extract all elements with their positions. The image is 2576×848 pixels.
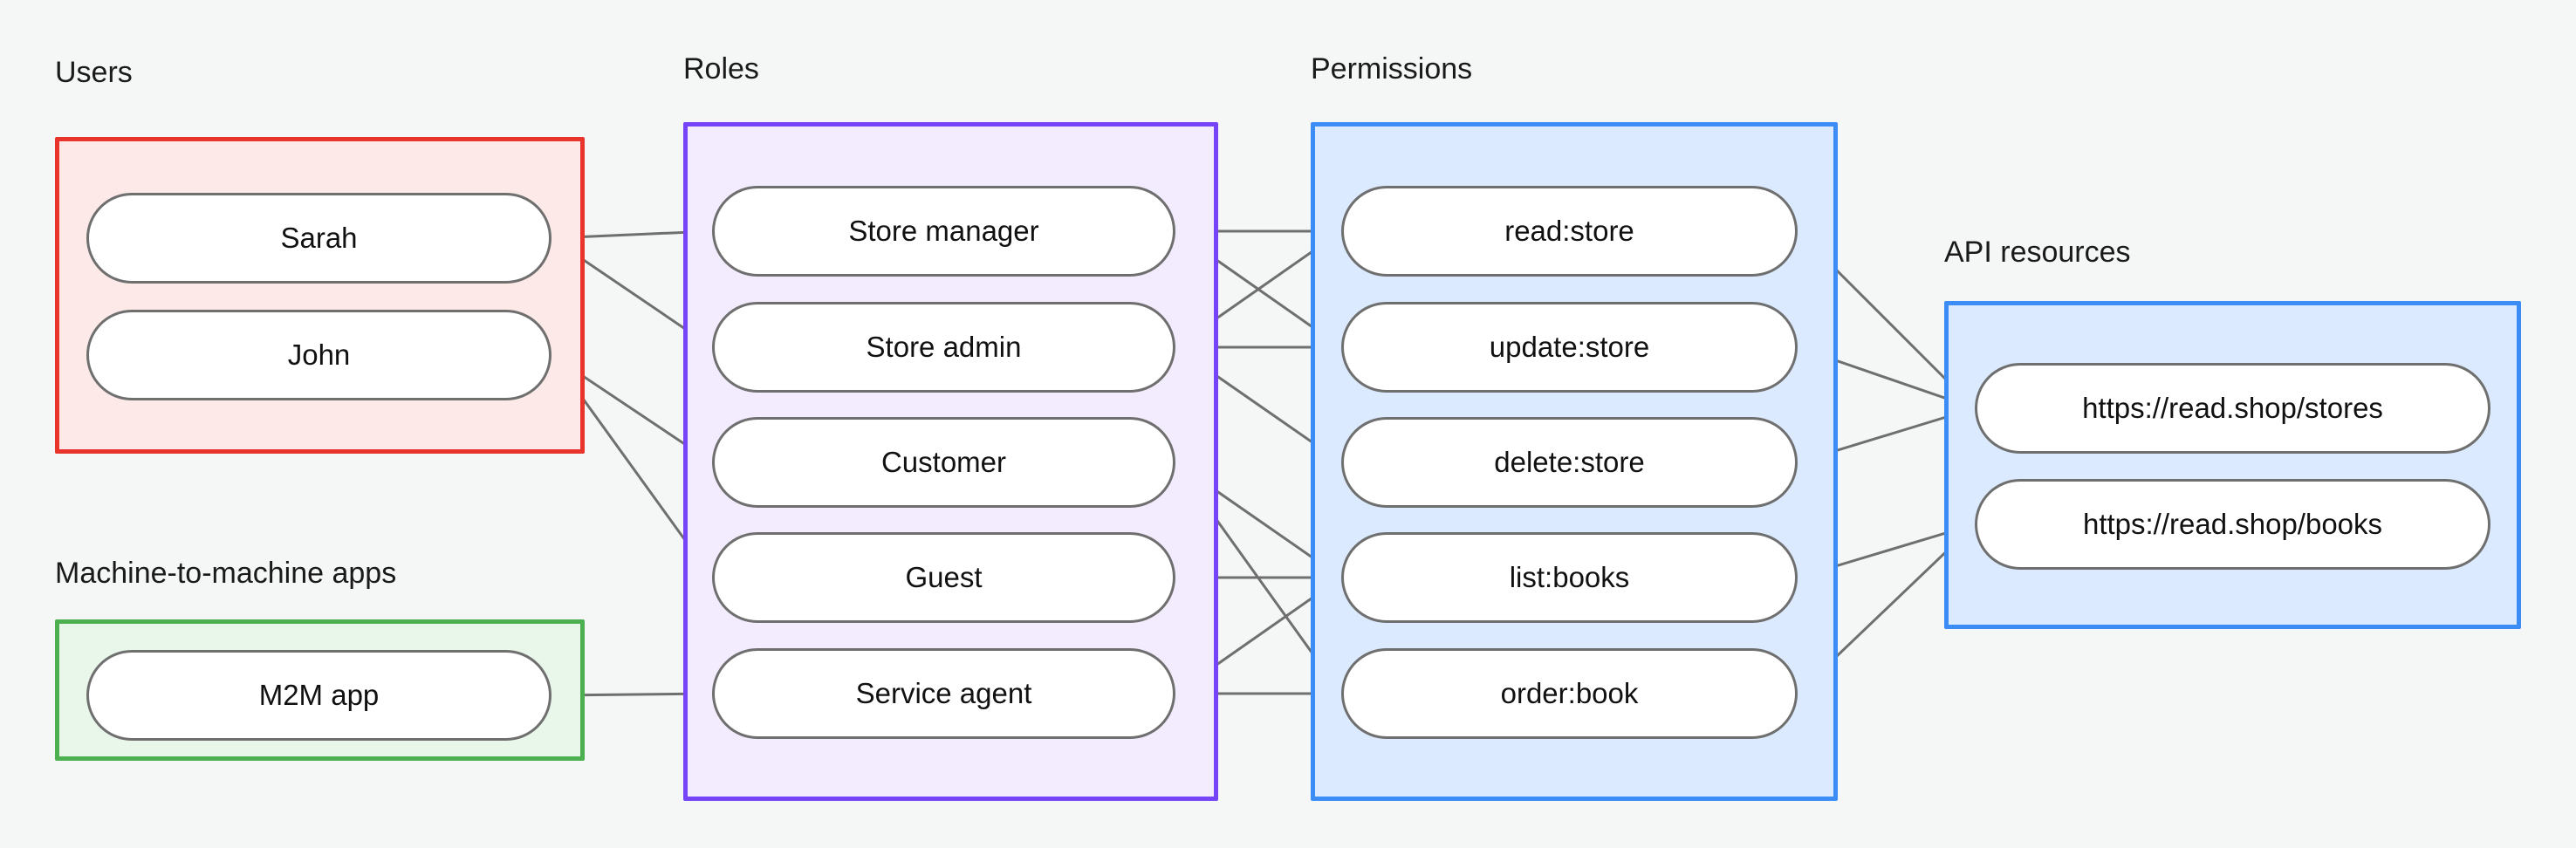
group-box-api (1944, 301, 2521, 629)
node-delete_store[interactable]: delete:store (1341, 417, 1798, 508)
node-res_stores[interactable]: https://read.shop/stores (1975, 363, 2490, 454)
node-update_store[interactable]: update:store (1341, 302, 1798, 393)
node-sarah[interactable]: Sarah (86, 193, 552, 284)
group-label-api: API resources (1944, 236, 2131, 269)
group-label-users: Users (55, 56, 133, 89)
node-guest[interactable]: Guest (712, 532, 1175, 623)
node-read_store[interactable]: read:store (1341, 186, 1798, 277)
node-store_manager[interactable]: Store manager (712, 186, 1175, 277)
group-label-m2m: Machine-to-machine apps (55, 557, 397, 590)
node-customer[interactable]: Customer (712, 417, 1175, 508)
node-order_book[interactable]: order:book (1341, 648, 1798, 739)
group-box-users (55, 137, 585, 454)
node-res_books[interactable]: https://read.shop/books (1975, 479, 2490, 570)
group-label-permissions: Permissions (1311, 52, 1473, 85)
node-m2mapp[interactable]: M2M app (86, 650, 552, 741)
node-service_agent[interactable]: Service agent (712, 648, 1175, 739)
node-list_books[interactable]: list:books (1341, 532, 1798, 623)
group-label-roles: Roles (683, 52, 759, 85)
node-john[interactable]: John (86, 310, 552, 400)
node-store_admin[interactable]: Store admin (712, 302, 1175, 393)
